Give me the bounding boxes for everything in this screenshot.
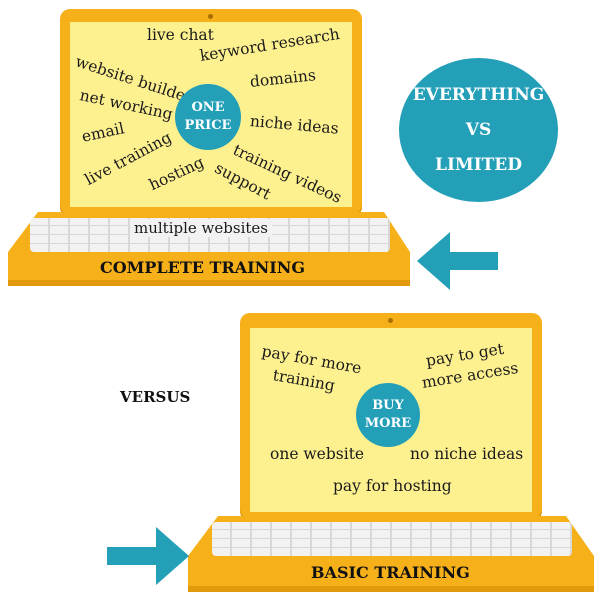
bottom-laptop-keyboard — [212, 522, 572, 556]
buy-more-line1: BUY — [372, 398, 404, 413]
arrow-right-icon — [107, 527, 189, 585]
buy-more-line2: MORE — [364, 416, 412, 431]
word-no-niche-ideas: no niche ideas — [410, 445, 524, 463]
everything-vs-limited-bubble: EVERYTHING VS LIMITED — [399, 58, 558, 202]
buy-more-bubble: BUY MORE — [356, 383, 420, 447]
top-laptop-camera — [208, 14, 213, 19]
word-live-chat: live chat — [147, 26, 214, 44]
comparison-line1: EVERYTHING — [412, 84, 545, 105]
basic-training-label: BASIC TRAINING — [311, 563, 470, 582]
bottom-laptop-camera — [388, 318, 393, 323]
one-price-bubble: ONE PRICE — [175, 84, 241, 150]
versus-label: VERSUS — [120, 388, 191, 406]
arrow-left-icon — [417, 232, 498, 290]
word-one-website: one website — [270, 445, 365, 463]
comparison-line3: LIMITED — [434, 154, 523, 175]
one-price-line1: ONE — [191, 100, 225, 115]
word-multiple-websites: multiple websites — [130, 219, 272, 237]
word-pay-for-hosting: pay for hosting — [333, 477, 452, 495]
complete-training-label: COMPLETE TRAINING — [100, 258, 306, 277]
one-price-line2: PRICE — [184, 118, 232, 133]
comparison-line2: VS — [465, 119, 492, 140]
